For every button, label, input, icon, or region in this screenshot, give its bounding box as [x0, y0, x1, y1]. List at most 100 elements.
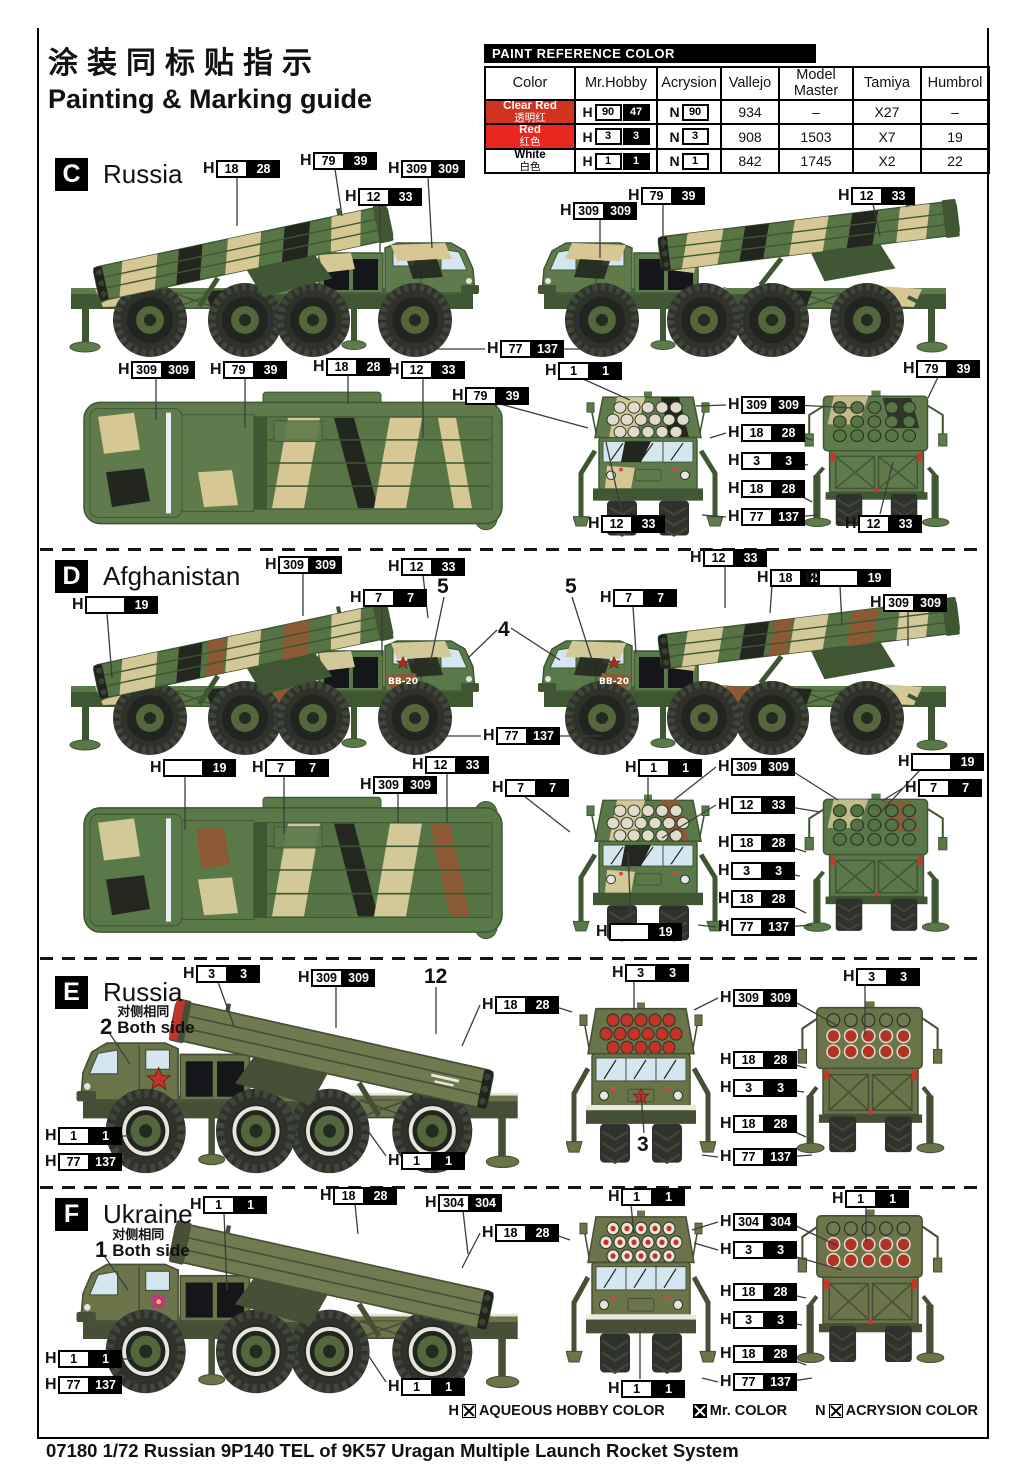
aqueous-color-number: 79 [464, 387, 497, 405]
stabilizer-jacks [650, 295, 948, 353]
decal-number: 4 [498, 618, 510, 641]
outriggers [571, 1275, 711, 1352]
mr-color-number: 28 [764, 1115, 797, 1133]
mr-color-number: 33 [456, 756, 489, 774]
stabilizer-jacks [198, 1102, 520, 1169]
aqueous-color-number: 79 [640, 187, 673, 205]
color-name-cn: 红色 [519, 136, 541, 149]
aqueous-color-number: 1 [400, 1152, 433, 1170]
mr-color-number: 137 [89, 1376, 122, 1394]
vallejo-cell: 842 [720, 147, 780, 175]
vallejo-cell: 908 [720, 123, 780, 150]
legend-label: AQUEOUS HOBBY COLOR [478, 1403, 665, 1419]
page-title-chinese: 涂装同标贴指示 [48, 47, 321, 80]
mr-color-number: 28 [772, 424, 805, 442]
section-d-side-view: BB-20 [55, 591, 485, 761]
aqueous-color-number: 304 [732, 1213, 765, 1231]
mr-color-number: 3 [762, 862, 795, 880]
legend-black-x-box-icon [692, 1404, 707, 1418]
section-c-side-view [55, 193, 485, 363]
front-wheels [600, 1333, 682, 1375]
rear-crates [834, 455, 919, 490]
aqueous-color-number: 309 [277, 556, 310, 574]
aqueous-color-number: 18 [494, 1224, 527, 1242]
aqueous-color-number: 1 [844, 1190, 877, 1208]
section-f-side-view [70, 1208, 535, 1400]
launcher-tubes [168, 998, 494, 1118]
aqueous-color-number: 18 [769, 569, 802, 587]
callout-prefix-h: H [412, 756, 424, 773]
aqueous-color-number: 18 [730, 834, 763, 852]
svg-text:BB-20: BB-20 [388, 677, 418, 687]
aqueous-color-number: 7 [612, 589, 645, 607]
svg-text:BB-20: BB-20 [599, 677, 629, 687]
decal-number: 2 [100, 1014, 113, 1039]
section-divider [40, 548, 985, 551]
legend-prefix: H [448, 1403, 459, 1419]
callout-prefix-h: H [190, 1196, 202, 1213]
aqueous-color-number: 7 [504, 779, 537, 797]
aqueous-color-number: 1 [400, 1378, 433, 1396]
mr-color-number: 137 [527, 727, 560, 745]
launcher-tubes [657, 596, 960, 685]
model-master-cell: – [778, 98, 854, 126]
callout-prefix-h: H [388, 361, 400, 378]
both-side-text-en: Both side [112, 1241, 190, 1261]
aqueous-number: 3 [594, 128, 622, 146]
decal-marking: BB-20 [599, 655, 629, 687]
mr-color-number: 137 [531, 340, 564, 358]
callout-prefix-h: H [805, 569, 817, 586]
mr-color-number: 33 [632, 515, 665, 533]
callout-prefix-h: H [720, 1213, 732, 1230]
aqueous-color-number: 77 [732, 1373, 765, 1391]
mr-color-number: 3 [227, 965, 260, 983]
mr-color-number: 137 [772, 508, 805, 526]
column-header: Tamiya [852, 66, 922, 101]
launcher-tubes [93, 203, 394, 308]
mr-color-number: 28 [526, 1224, 559, 1242]
aqueous-color-number [84, 596, 126, 614]
legend-item: Mr. COLOR [692, 1403, 787, 1419]
aqueous-color-number: 1 [57, 1127, 90, 1145]
mr-color-number: 309 [162, 361, 195, 379]
section-d-top-view [78, 791, 508, 949]
aqueous-color-number: 309 [372, 776, 405, 794]
callout-prefix-h: H [313, 358, 325, 375]
section-f-rear-view [790, 1201, 950, 1381]
tamiya-cell: X7 [852, 123, 922, 150]
stabilizer-jacks [198, 1323, 520, 1389]
aqueous-color-number: 79 [312, 152, 345, 170]
mr-color-number: 28 [764, 1345, 797, 1363]
aqueous-color-number: 3 [740, 452, 773, 470]
mr-color-number: 33 [432, 558, 465, 576]
aqueous-color-number: 18 [494, 996, 527, 1014]
mr-color-number: 1 [652, 1188, 685, 1206]
callout-prefix-h: H [845, 515, 857, 532]
stabilizer-jacks [69, 295, 367, 353]
cab [76, 1042, 179, 1102]
acrysion-number: 90 [681, 103, 709, 121]
section-letter: F [55, 1198, 88, 1231]
callout-prefix-h: H [203, 160, 215, 177]
